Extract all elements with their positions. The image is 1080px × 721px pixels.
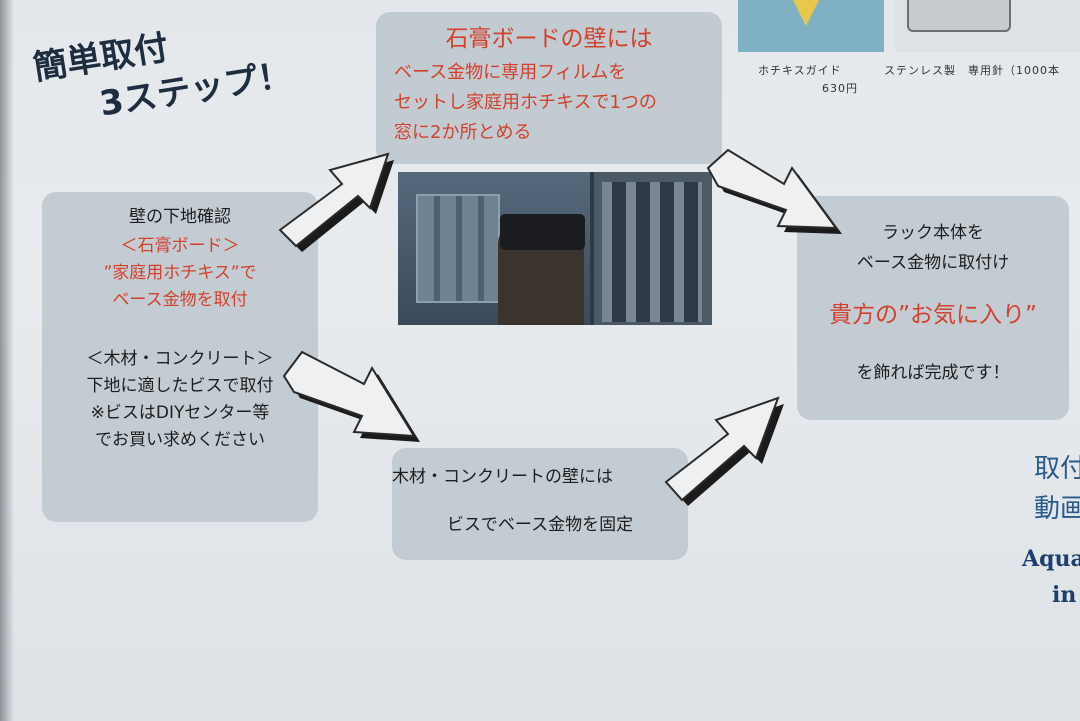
product-photo-guide xyxy=(738,0,884,52)
gypsum-line: 窓に2か所とめる xyxy=(394,122,532,143)
gypsum-heading: 石膏ボードの壁には xyxy=(445,26,653,52)
check-line: 下地に適したビスで取付 xyxy=(86,376,274,396)
guide-label: ホチキスガイド xyxy=(758,64,842,77)
page-title: 簡単取付 3ステップ！ xyxy=(30,6,295,137)
check-red-line: ”家庭用ホチキス”で xyxy=(103,263,257,283)
step-box-gypsum: 石膏ボードの壁には ベース金物に専用フィルムを セットし家庭用ホチキスで1つの … xyxy=(376,12,722,164)
page-edge-shadow xyxy=(0,0,14,721)
check-red-line: ＜石膏ボード＞ xyxy=(120,236,240,256)
check-line: ※ビスはDIYセンター等 xyxy=(90,403,270,423)
check-red-line: ベース金物を取付 xyxy=(112,290,248,310)
check-line: ＜木材・コンクリート＞ xyxy=(86,349,274,369)
finish-line-2: ベース金物に取付け xyxy=(856,253,1010,273)
step-box-finish: ラック本体を ベース金物に取付け 貴方の”お気に入り” を飾れば完成です！ xyxy=(797,196,1069,420)
installation-photo xyxy=(398,172,712,325)
arrow-up-right-icon xyxy=(278,152,394,252)
finish-line-3: を飾れば完成です！ xyxy=(856,363,1010,383)
video-label-2: 動画 xyxy=(1034,494,1080,524)
product-photo-needle xyxy=(895,0,1080,52)
gypsum-line: セットし家庭用ホチキスで1つの xyxy=(394,92,657,113)
guide-price: 630円 xyxy=(822,82,858,95)
arrow-down-right-icon xyxy=(282,350,420,442)
brand-text-2: in xyxy=(1052,582,1077,608)
check-line: でお買い求めください xyxy=(95,430,265,450)
wood-line: 木材・コンクリートの壁には xyxy=(392,467,613,487)
finish-highlight: 貴方の”お気に入り” xyxy=(829,302,1037,328)
check-line: 壁の下地確認 xyxy=(129,207,231,227)
arrow-up-right-bottom-icon xyxy=(664,396,784,506)
wood-line: ビスでベース金物を固定 xyxy=(446,515,634,535)
arrow-right-down-icon xyxy=(706,148,842,234)
step-box-check: 壁の下地確認 ＜石膏ボード＞ ”家庭用ホチキス”で ベース金物を取付 ＜木材・コ… xyxy=(42,192,318,522)
needle-label: ステンレス製 専用針（1000本 xyxy=(884,64,1060,77)
gypsum-line: ベース金物に専用フィルムを xyxy=(394,62,627,83)
step-box-wood: 木材・コンクリートの壁には ビスでベース金物を固定 xyxy=(392,448,688,560)
video-label-1: 取付 xyxy=(1034,454,1080,484)
finish-line-1: ラック本体を xyxy=(882,223,984,243)
brand-text-1: Aqua xyxy=(1022,546,1080,572)
